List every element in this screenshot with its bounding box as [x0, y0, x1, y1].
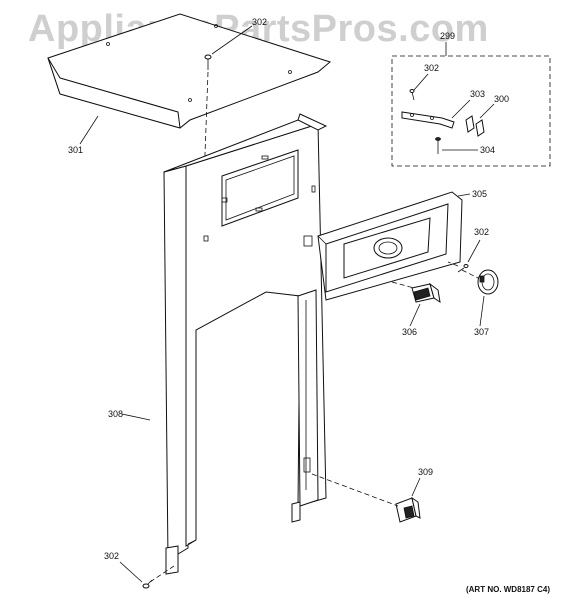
- callout-308: 308: [108, 409, 124, 419]
- part-302-screw-top: [204, 54, 212, 70]
- callout-301: 301: [68, 145, 84, 155]
- part-302-kit-screw: [409, 73, 429, 101]
- part-309-switch: [395, 477, 421, 523]
- part-300-clips: [465, 103, 495, 137]
- part-305-dispenser-panel: [317, 191, 471, 301]
- leader-302-bottom: [119, 561, 143, 583]
- callout-309: 309: [418, 467, 434, 477]
- part-307-knob: [477, 269, 499, 327]
- art-number-label: (ART NO. WD8187 C4): [465, 585, 550, 594]
- callout-300: 300: [494, 94, 510, 104]
- part-308-back-panel: [163, 113, 328, 575]
- callout-305: 305: [472, 189, 488, 199]
- leader-308: [121, 413, 151, 421]
- part-306-switch: [409, 282, 441, 327]
- part-303-bracket: [401, 99, 471, 129]
- leader-301: [79, 115, 99, 145]
- callout-302-mid: 302: [474, 227, 490, 237]
- leader-dash-309: [311, 473, 399, 507]
- leader-dash-307: [461, 269, 479, 279]
- callout-306: 306: [402, 327, 418, 337]
- part-301-top-cover: [47, 13, 332, 129]
- leader-302-top: [211, 25, 253, 55]
- callout-302-kit: 302: [424, 63, 440, 73]
- callout-299: 299: [440, 31, 456, 41]
- part-304-screw: [435, 137, 478, 154]
- part-302-screw-mid: [457, 239, 481, 273]
- leader-dash-302-bottom: [149, 565, 175, 583]
- callout-304: 304: [480, 145, 496, 155]
- leader-dash-306: [391, 281, 415, 289]
- callout-303: 303: [470, 89, 486, 99]
- kit-299-box: [391, 42, 551, 167]
- callout-302-top: 302: [252, 17, 268, 27]
- leader-dash-302-mid: [447, 261, 459, 267]
- callout-307: 307: [474, 327, 490, 337]
- callout-302-bottom: 302: [104, 551, 120, 561]
